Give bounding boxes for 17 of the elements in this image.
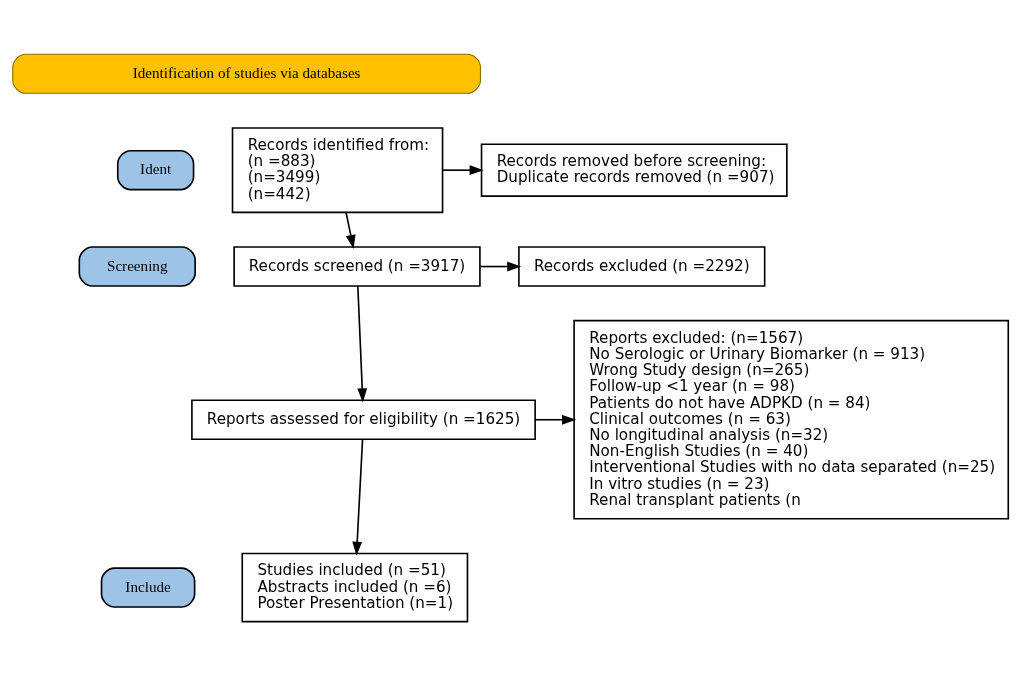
node-box: Records identified from: (n =883) (n=3499) (n=442) <box>231 126 444 213</box>
node-box: Reports excluded: (n=1567) No Serologic or Urinary Biomarker (n = 913) Wrong Study design (n=265) Follow-up <1 year (n = 98) Patients do not have ADPKD (n = 84) Clinical outcomes (n = 63) No longitudinal analysis (n=32) Non-English Studies (n = 40) Interventional Studies with no data separated (n=25) In vitro studies (n = 23) Renal transplant patients (n <box>573 319 1010 520</box>
node-box: Screening <box>78 245 196 287</box>
arrow <box>479 261 522 271</box>
arrow <box>345 211 356 249</box>
arrow <box>534 414 577 425</box>
node-box: Identification of studies via databases <box>12 53 481 94</box>
node-box: Reports assessed for eligibility (n =1625) <box>191 398 536 440</box>
node-box: Records screened (n =3917) <box>233 245 481 287</box>
node-box: Records removed before screening: Duplicate records removed (n =907) <box>480 142 788 197</box>
arrow <box>352 438 364 556</box>
node-box: Records excluded (n =2292) <box>518 245 766 287</box>
arrow <box>357 284 368 402</box>
node-box: Include <box>100 566 196 608</box>
arrow <box>441 164 484 175</box>
node-box: Ident <box>116 149 195 190</box>
node-box: Studies included (n =51) Abstracts included (n =6) Poster Presentation (n=1) <box>241 552 469 622</box>
